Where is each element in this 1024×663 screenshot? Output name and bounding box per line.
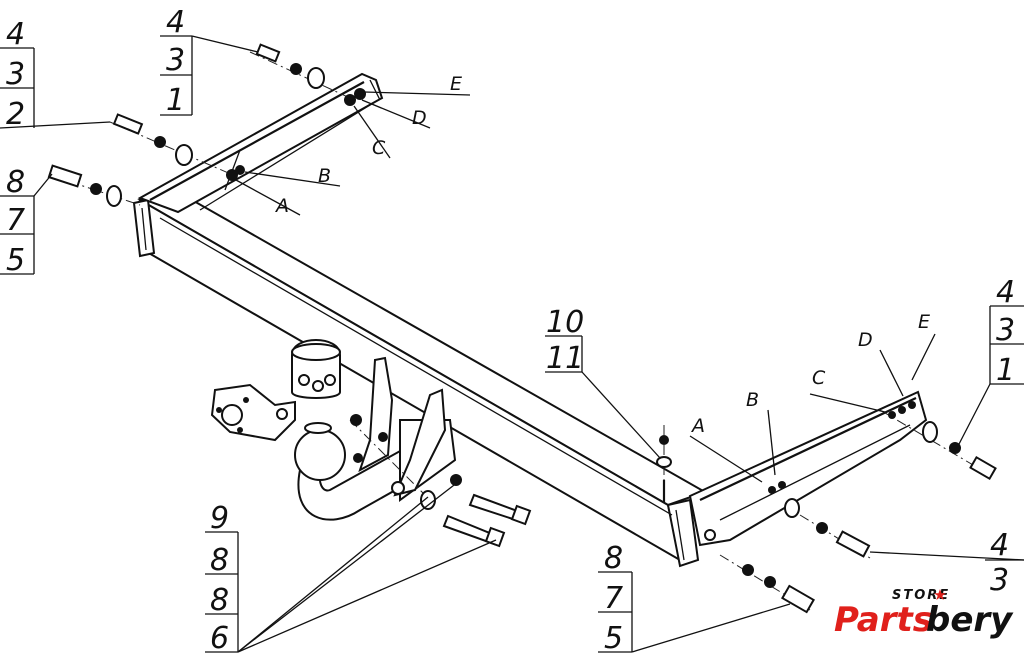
logo-brand-part2: bery	[926, 600, 1013, 640]
callout-number: 8	[6, 165, 25, 200]
callout-top-left-upper: 4 3 1	[166, 5, 185, 118]
callout-number: 5	[6, 243, 25, 278]
letter-label: A	[274, 195, 289, 217]
callout-number: 4	[166, 5, 185, 40]
callout-bottom-center: 8 7 5	[604, 541, 623, 656]
callout-number: 4	[6, 17, 25, 52]
letter-label: C	[812, 367, 826, 389]
callout-center: 10 11	[546, 305, 584, 376]
star-icon	[934, 589, 946, 600]
callout-right-upper: 4 3 1	[996, 275, 1015, 388]
letter-labels-right: E D C B A	[690, 311, 930, 437]
logo-store-text: STORE	[892, 588, 951, 603]
tow-ball-assembly	[210, 339, 457, 521]
fasteners	[47, 43, 997, 614]
left-side-bracket	[137, 72, 384, 214]
callout-number: 3	[990, 563, 1009, 598]
callout-number: 8	[604, 541, 623, 576]
callout-number: 5	[604, 621, 623, 656]
callout-number: 7	[604, 581, 623, 616]
callout-left-lower: 8 7 5	[6, 165, 25, 278]
callout-top-left-middle: 4 3 2	[6, 17, 25, 132]
callout-number: 9	[210, 501, 229, 536]
callout-number: 10	[546, 305, 584, 340]
callout-number: 1	[166, 83, 185, 118]
logo-brand-part1: Parts	[834, 600, 933, 640]
callout-number: 11	[546, 341, 584, 376]
letter-label: D	[858, 329, 873, 351]
callout-number: 4	[996, 275, 1015, 310]
letter-label: E	[450, 73, 462, 95]
right-side-bracket	[688, 390, 928, 547]
callout-number: 6	[210, 621, 229, 656]
callout-number: 8	[210, 543, 229, 578]
letter-label: B	[746, 389, 759, 411]
letter-label: E	[918, 311, 930, 333]
callout-number: 7	[6, 203, 25, 238]
partsbery-logo: STORE Parts bery	[834, 588, 1014, 648]
letter-label: A	[690, 415, 705, 437]
letter-labels-left: E D C B A	[274, 73, 462, 217]
letter-label: C	[372, 137, 386, 159]
callout-number: 3	[6, 57, 25, 92]
letter-label: B	[318, 165, 331, 187]
callout-number: 1	[996, 353, 1015, 388]
callout-number: 3	[996, 313, 1015, 348]
letter-label: D	[412, 107, 427, 129]
callout-bottom-left: 9 8 8 6	[210, 501, 229, 656]
leader-lines	[0, 35, 1024, 653]
callout-number: 3	[166, 43, 185, 78]
callout-number: 2	[6, 97, 25, 132]
callout-number: 4	[990, 528, 1009, 563]
callout-right-lower: 4 3	[990, 528, 1009, 598]
callout-number: 8	[210, 583, 229, 618]
